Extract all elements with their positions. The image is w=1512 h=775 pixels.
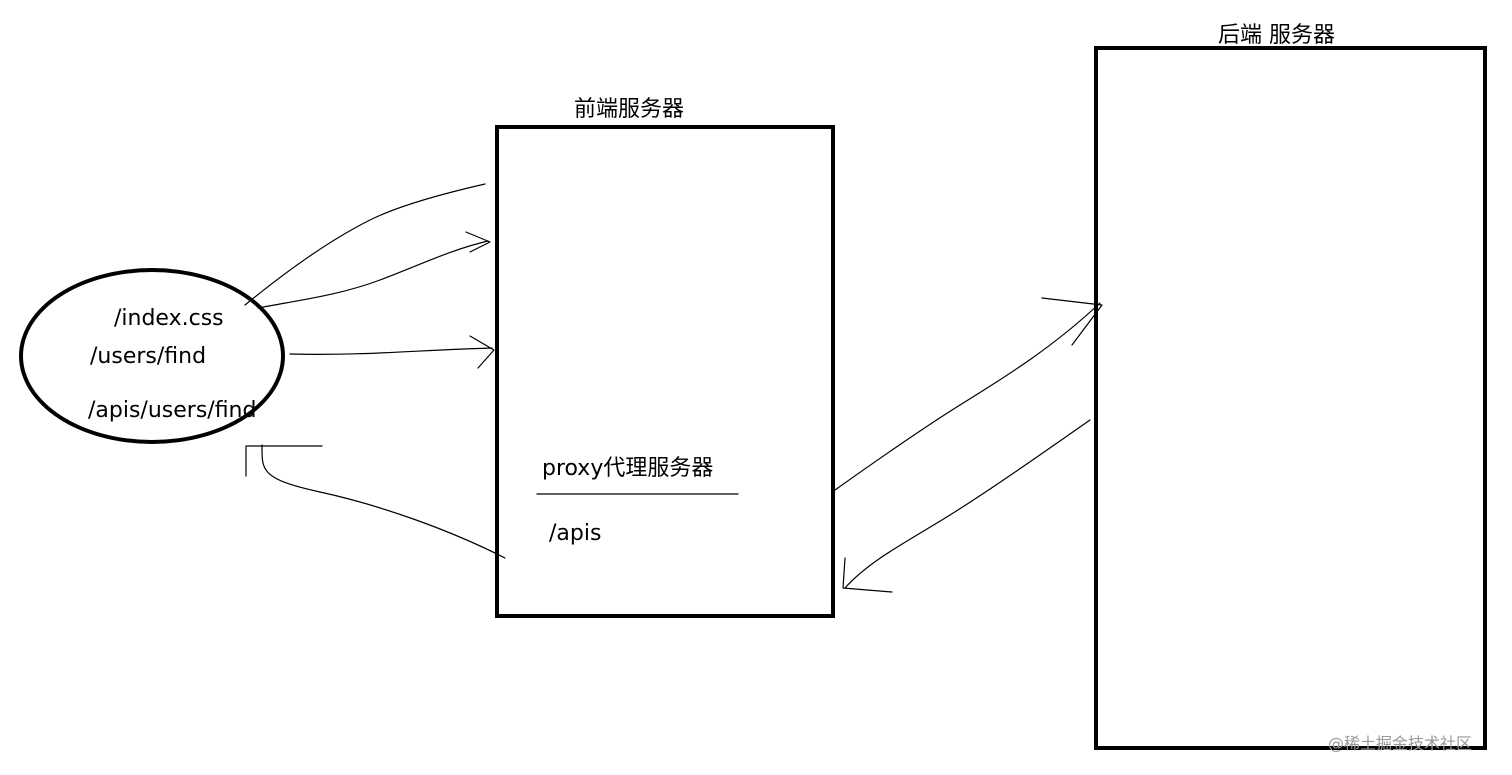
request-line-users-find [289,347,493,356]
backend-response-arrowhead [842,557,893,593]
proxy-request-arrowhead [1041,297,1103,346]
request-line-upper [257,240,489,309]
client-ellipse [19,268,285,444]
frontend-server-title: 前端服务器 [574,97,685,122]
request-arrowhead-users-find [469,335,495,369]
client-path-index-css: /index.css [114,306,224,331]
frontend-server-box [495,125,835,618]
response-arrowhead-client [245,445,323,477]
backend-server-title: 后端 服务器 [1218,23,1335,48]
client-path-users-find: /users/find [90,344,207,369]
proxy-path-label: /apis [549,521,602,546]
request-line-index-css [244,183,486,306]
proxy-request-line [834,302,1101,491]
backend-response-line [844,419,1091,589]
watermark: @稀土掘金技术社区 [1328,734,1473,753]
backend-server-box [1094,46,1487,750]
request-arrowhead-upper [465,231,491,253]
proxy-server-label: proxy代理服务器 [542,456,714,481]
client-path-apis-users-find: /apis/users/find [88,398,257,423]
response-line-to-client [261,444,506,559]
